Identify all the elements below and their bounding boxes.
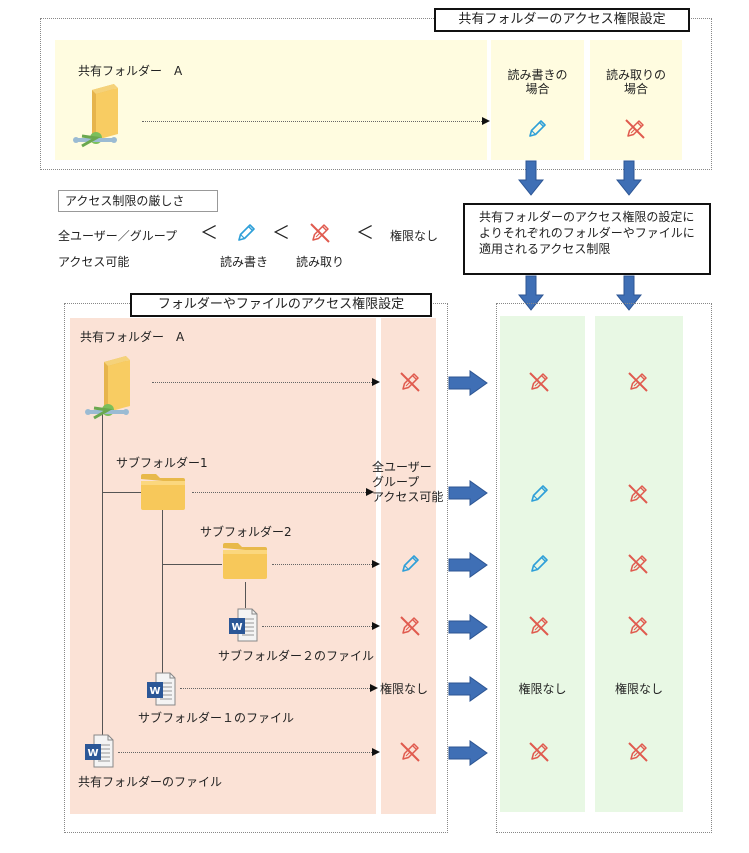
- word-document-icon: [228, 608, 258, 642]
- file-sub2-label: サブフォルダー２のファイル: [218, 649, 375, 663]
- arrow-down-icon: [518, 160, 544, 196]
- setting-panel: [381, 318, 436, 814]
- folder-icon: [222, 542, 268, 580]
- legend-ro: 読み取り: [296, 255, 345, 269]
- row6-connector: [118, 752, 374, 753]
- arrow-right-icon: [448, 676, 488, 702]
- legend-lt-3: ＜: [356, 223, 374, 244]
- legend-title: アクセス制限の厳しさ: [58, 190, 218, 212]
- word-document-icon: [84, 734, 114, 768]
- pencil-crossed-icon: [626, 614, 650, 638]
- shared-folder-icon: [70, 82, 130, 152]
- folder-icon: [140, 473, 186, 511]
- legend-all-users: 全ユーザー／グループ: [58, 229, 178, 243]
- row4-arrowhead: [372, 622, 380, 630]
- pencil-crossed-icon: [398, 370, 422, 394]
- file-share-label: 共有フォルダーのファイル: [78, 775, 223, 789]
- arrow-down-icon: [616, 160, 642, 196]
- file-sub1-label: サブフォルダー１のファイル: [138, 711, 295, 725]
- share-label: 共有フォルダー A: [80, 330, 185, 344]
- arrow-right-icon: [448, 480, 488, 506]
- pencil-crossed-icon: [398, 740, 422, 764]
- legend-lt-1: ＜: [200, 223, 218, 244]
- row3-arrowhead: [372, 560, 380, 568]
- legend-none: 権限なし: [390, 229, 439, 243]
- result-description-box: 共有フォルダーのアクセス権限の設定によりそれぞれのフォルダーやファイルに適用され…: [463, 203, 711, 275]
- tree-trunk-line: [102, 410, 103, 752]
- legend-lt-2: ＜: [272, 223, 290, 244]
- arrow-right-icon: [448, 370, 488, 396]
- top-col-ro-header: 読み取りの 場合: [605, 68, 666, 96]
- row6-arrowhead: [372, 748, 380, 756]
- result-rw-none: 権限なし: [518, 682, 567, 696]
- tree-sub2-line: [245, 582, 246, 608]
- sub1-label: サブフォルダー1: [116, 456, 208, 470]
- pencil-crossed-icon: [626, 552, 650, 576]
- top-rw-panel: [491, 40, 584, 160]
- top-folder-label: 共有フォルダー A: [78, 64, 183, 78]
- row5-arrowhead: [370, 684, 378, 692]
- pencil-crossed-icon: [308, 221, 332, 245]
- top-col-rw-header: 読み書きの 場合: [507, 68, 568, 96]
- top-connector-arrowhead: [482, 117, 490, 125]
- result-section-frame: [496, 303, 712, 833]
- row1-connector: [152, 382, 374, 383]
- pencil-crossed-icon: [626, 370, 650, 394]
- top-folder-panel: [55, 40, 487, 160]
- pencil-icon: [525, 117, 549, 141]
- pencil-icon: [398, 552, 422, 576]
- tree-branch-sub1: [102, 492, 142, 493]
- setting-none: 権限なし: [380, 682, 429, 696]
- top-section-frame: [40, 18, 712, 170]
- top-title: 共有フォルダーのアクセス権限設定: [434, 8, 690, 32]
- arrow-right-icon: [448, 614, 488, 640]
- legend-access-ok: アクセス可能: [58, 255, 130, 269]
- row1-arrowhead: [372, 378, 380, 386]
- top-ro-panel: [590, 40, 682, 160]
- pencil-crossed-icon: [398, 614, 422, 638]
- pencil-crossed-icon: [626, 482, 650, 506]
- row5-connector: [180, 688, 370, 689]
- tree-branch-sub2: [162, 564, 222, 565]
- pencil-icon: [234, 221, 258, 245]
- word-document-icon: [146, 672, 176, 706]
- sub2-label: サブフォルダー2: [200, 525, 292, 539]
- bottom-title: フォルダーやファイルのアクセス権限設定: [130, 293, 432, 317]
- top-connector-line: [142, 121, 484, 122]
- pencil-crossed-icon: [527, 370, 551, 394]
- setting-allusers: 全ユーザー グループ アクセス可能: [372, 460, 444, 504]
- tree-sub1-line: [162, 510, 163, 690]
- row2-connector: [192, 492, 368, 493]
- row2-arrowhead: [366, 488, 374, 496]
- arrow-right-icon: [448, 552, 488, 578]
- row3-connector: [272, 564, 374, 565]
- pencil-icon: [527, 552, 551, 576]
- arrow-right-icon: [448, 740, 488, 766]
- result-ro-none: 権限なし: [614, 682, 663, 696]
- pencil-icon: [527, 482, 551, 506]
- pencil-crossed-icon: [527, 614, 551, 638]
- shared-folder-icon: [82, 354, 142, 424]
- legend-rw: 読み書き: [220, 255, 269, 269]
- pencil-crossed-icon: [623, 117, 647, 141]
- row4-connector: [262, 626, 374, 627]
- pencil-crossed-icon: [626, 740, 650, 764]
- pencil-crossed-icon: [527, 740, 551, 764]
